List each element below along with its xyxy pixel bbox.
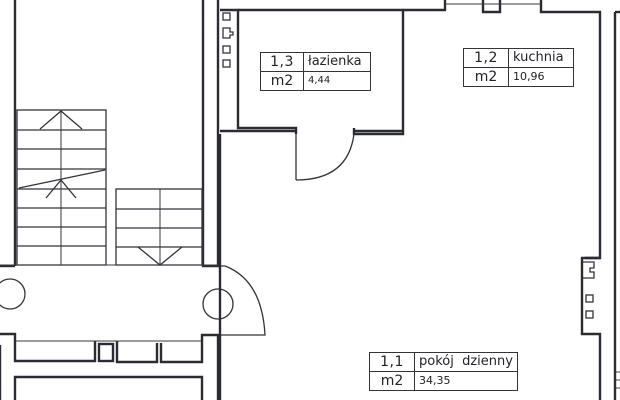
stairs-up-arrow-icon bbox=[39, 110, 83, 199]
room-label-bathroom: 1,3 łazienka m2 4,44 bbox=[260, 52, 371, 91]
door-swing-icon bbox=[295, 133, 355, 181]
lower-wall-block bbox=[0, 332, 220, 400]
room-area: 34,35 bbox=[414, 371, 518, 391]
room-label-kitchen: 1,2 kuchnia m2 10,96 bbox=[463, 48, 574, 87]
room-number: 1,2 bbox=[463, 48, 509, 68]
room-name: pokój dzienny bbox=[414, 352, 518, 372]
room-label-living-room: 1,1 pokój dzienny m2 34,35 bbox=[369, 352, 518, 391]
room-number: 1,3 bbox=[260, 52, 304, 72]
stair-flight-up bbox=[16, 109, 107, 266]
stairwell-wall bbox=[201, 0, 220, 268]
room-area: 4,44 bbox=[303, 71, 371, 91]
column-icon bbox=[0, 278, 26, 310]
right-wall bbox=[580, 10, 620, 400]
area-unit: m2 bbox=[463, 67, 509, 87]
vent-duct-icon bbox=[222, 12, 234, 68]
bathroom-walls bbox=[218, 8, 405, 400]
right-edge-hatching bbox=[616, 371, 620, 389]
kitchen-walls bbox=[403, 0, 602, 260]
room-name: kuchnia bbox=[508, 48, 574, 68]
left-outer-wall bbox=[0, 0, 17, 268]
room-area: 10,96 bbox=[508, 67, 574, 87]
landing bbox=[0, 264, 266, 336]
stair-flight-down bbox=[115, 188, 203, 266]
column-icon bbox=[202, 288, 234, 320]
area-unit: m2 bbox=[260, 71, 304, 91]
room-name: łazienka bbox=[303, 52, 371, 72]
area-unit: m2 bbox=[369, 371, 415, 391]
room-number: 1,1 bbox=[369, 352, 415, 372]
